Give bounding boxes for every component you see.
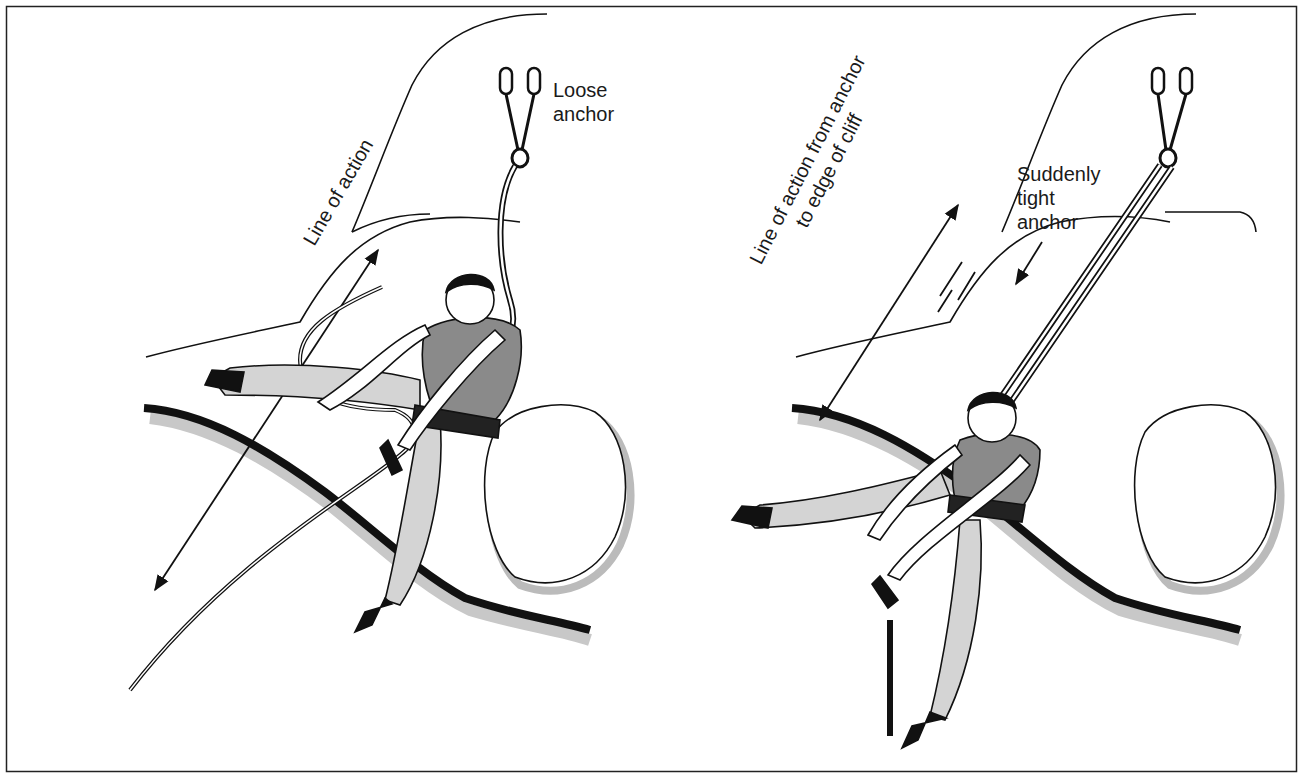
climbing-rope — [130, 287, 414, 690]
annotation-label: Line of action — [278, 99, 399, 284]
cliff-outline — [352, 214, 430, 232]
climber-hair — [446, 274, 494, 292]
belay-device — [872, 576, 898, 608]
cliff-outline — [352, 14, 547, 232]
climber-shoe — [902, 712, 946, 748]
boulder — [1135, 405, 1276, 583]
frame-border — [7, 7, 1297, 772]
cliff-edge — [1165, 212, 1256, 232]
annotation-label: Suddenly tight anchor — [1017, 162, 1109, 234]
anchor-sling — [1158, 94, 1186, 150]
climbing-rope — [887, 620, 893, 736]
climber-shoe — [205, 370, 244, 392]
climber-arm — [888, 455, 1030, 580]
motion-arrow — [1016, 242, 1042, 284]
cliff-edge — [796, 217, 1170, 357]
annotation-label: Line of action from anchor to edge of cl… — [740, 43, 896, 288]
annotation-label: Loose anchor — [553, 78, 635, 126]
climber-hair — [968, 392, 1016, 410]
climber-arm — [398, 330, 505, 450]
right-panel — [732, 14, 1280, 748]
line-of-action-arrow — [820, 205, 958, 420]
belay-device — [380, 440, 402, 475]
carabiner — [1180, 68, 1192, 94]
climber-shoe — [355, 598, 392, 632]
anchor-ring — [1160, 149, 1176, 167]
motion-lines — [938, 262, 975, 312]
anchor-sling — [506, 94, 534, 150]
climber-shoe — [732, 506, 772, 528]
boulder — [485, 405, 626, 583]
carabiner — [1152, 68, 1164, 94]
climber-arm — [318, 325, 430, 410]
anchor-ring — [512, 149, 528, 167]
carabiner — [528, 68, 540, 94]
carabiner — [500, 68, 512, 94]
line-of-action-arrow — [155, 250, 378, 590]
climber-leg — [930, 520, 981, 720]
climbing-rope — [130, 287, 414, 690]
climber-leg — [385, 420, 441, 605]
